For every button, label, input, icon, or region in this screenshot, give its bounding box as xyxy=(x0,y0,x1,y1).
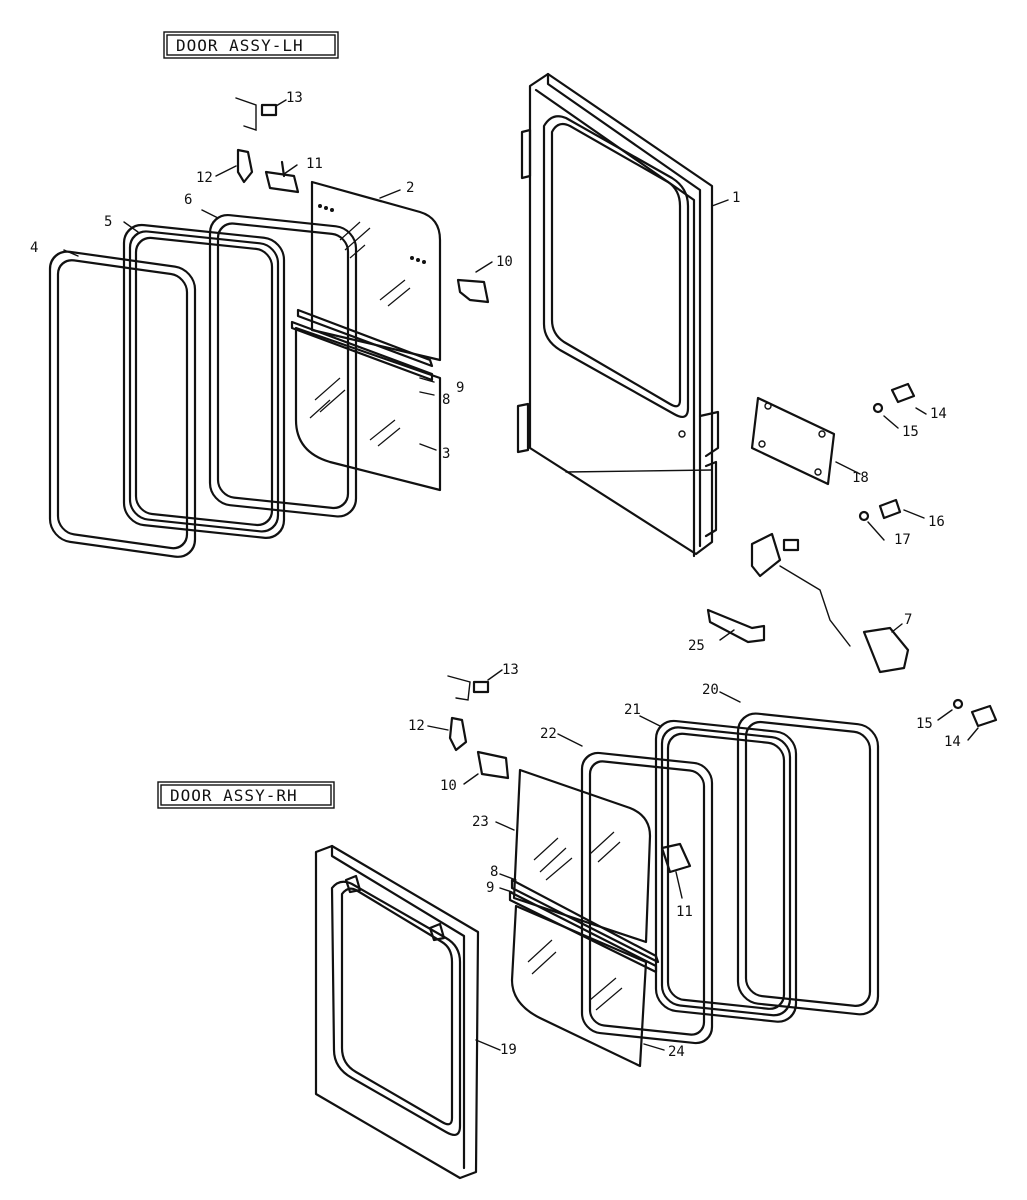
part-15-washer-top xyxy=(872,402,884,414)
part-4-seal-ring xyxy=(48,250,197,558)
part-13-bolt-lh xyxy=(235,97,278,131)
part-13-bolt-rh xyxy=(447,675,490,701)
part-6-seal xyxy=(208,213,358,518)
part-24-lower-glass-rh xyxy=(510,904,648,1068)
part-18-plate xyxy=(750,396,836,486)
part-3-lower-glass xyxy=(294,326,442,492)
label-23: 23 xyxy=(472,814,489,830)
title-box-rh xyxy=(157,781,335,809)
label-3-lh: 3 xyxy=(442,446,450,462)
label-1: 1 xyxy=(732,190,740,206)
label-15-top: 15 xyxy=(902,424,919,440)
label-7: 7 xyxy=(904,612,912,628)
label-12-rh: 12 xyxy=(408,718,425,734)
part-5-frame xyxy=(122,223,286,539)
label-8-rh: 8 xyxy=(490,864,498,880)
label-11-rh: 11 xyxy=(676,904,693,920)
label-18: 18 xyxy=(852,470,869,486)
title-box-lh xyxy=(163,31,339,59)
label-17: 17 xyxy=(894,532,911,548)
label-12-lh: 12 xyxy=(196,170,213,186)
label-6-lh: 6 xyxy=(184,192,192,208)
part-20-seal-ring-rh xyxy=(736,712,880,1016)
label-14-top: 14 xyxy=(930,406,947,422)
title-lh: DOOR ASSY-LH xyxy=(176,36,304,55)
label-13-lh: 13 xyxy=(286,90,303,106)
leader-lines xyxy=(63,99,979,1051)
label-11-lh: 11 xyxy=(306,156,323,172)
label-13-rh: 13 xyxy=(502,662,519,678)
label-10-rh: 10 xyxy=(440,778,457,794)
part-14-bolt-bottom xyxy=(970,704,998,728)
label-14-bottom: 14 xyxy=(944,734,961,750)
label-2-lh: 2 xyxy=(406,180,414,196)
part-23-upper-glass-rh xyxy=(512,768,652,944)
label-9-lh: 9 xyxy=(456,380,464,396)
part-16-bolt xyxy=(878,498,902,520)
label-15-bottom: 15 xyxy=(916,716,933,732)
part-22-seal-rh xyxy=(580,751,714,1045)
part-21-frame-rh xyxy=(654,719,798,1023)
part-7-lock xyxy=(862,626,910,674)
label-16: 16 xyxy=(928,514,945,530)
label-22: 22 xyxy=(540,726,557,742)
part-11-latch-lh xyxy=(264,160,300,194)
part-17-washer xyxy=(858,510,870,522)
label-5-lh: 5 xyxy=(104,214,112,230)
part-2-upper-glass xyxy=(310,180,442,362)
part-25-handle xyxy=(706,608,766,644)
part-10-catch-rh xyxy=(476,750,510,780)
label-8-lh: 8 xyxy=(442,392,450,408)
part-8-9-strips xyxy=(290,308,434,382)
part-latch-assembly xyxy=(750,532,851,647)
label-10-lh: 10 xyxy=(496,254,513,270)
part-10-catch-lh xyxy=(456,278,490,304)
title-rh: DOOR ASSY-RH xyxy=(170,786,298,805)
part-14-bolt-top xyxy=(890,382,916,404)
part-12-bracket-lh xyxy=(236,148,254,184)
label-4-lh: 4 xyxy=(30,240,38,256)
part-19-door-frame-rh xyxy=(314,844,480,1180)
part-11-latch-rh xyxy=(660,842,692,874)
label-9-rh: 9 xyxy=(486,880,494,896)
part-12-bracket-rh xyxy=(448,716,468,752)
label-19: 19 xyxy=(500,1042,517,1058)
label-24: 24 xyxy=(668,1044,685,1060)
part-1-door-panel xyxy=(516,72,720,558)
label-25: 25 xyxy=(688,638,705,654)
label-20: 20 xyxy=(702,682,719,698)
label-21: 21 xyxy=(624,702,641,718)
part-15-washer-bottom xyxy=(952,698,964,710)
